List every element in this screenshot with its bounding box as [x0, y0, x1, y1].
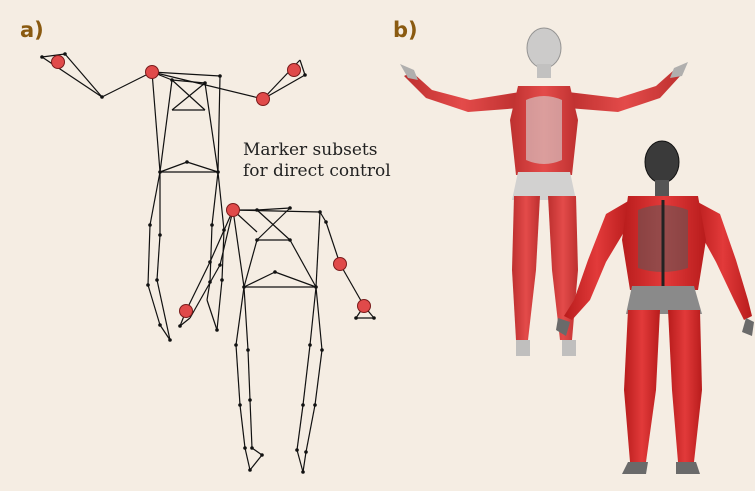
marker-right-elbow-lower	[334, 258, 347, 271]
annotation-line-2: for direct control	[243, 161, 391, 181]
marker-right-elbow	[257, 93, 270, 106]
stick-figure-upper	[40, 52, 307, 342]
marker-right-hand	[288, 64, 301, 77]
muscle-model-front	[556, 141, 754, 474]
marker-left-hand-lower	[180, 305, 193, 318]
marker-left-shoulder	[146, 66, 159, 79]
marker-shoulder	[227, 204, 240, 217]
annotation-line-1: Marker subsets	[243, 140, 377, 160]
stick-figure-lower	[178, 204, 376, 474]
marker-left-hand	[52, 56, 65, 69]
marker-right-hand-lower	[358, 300, 371, 313]
